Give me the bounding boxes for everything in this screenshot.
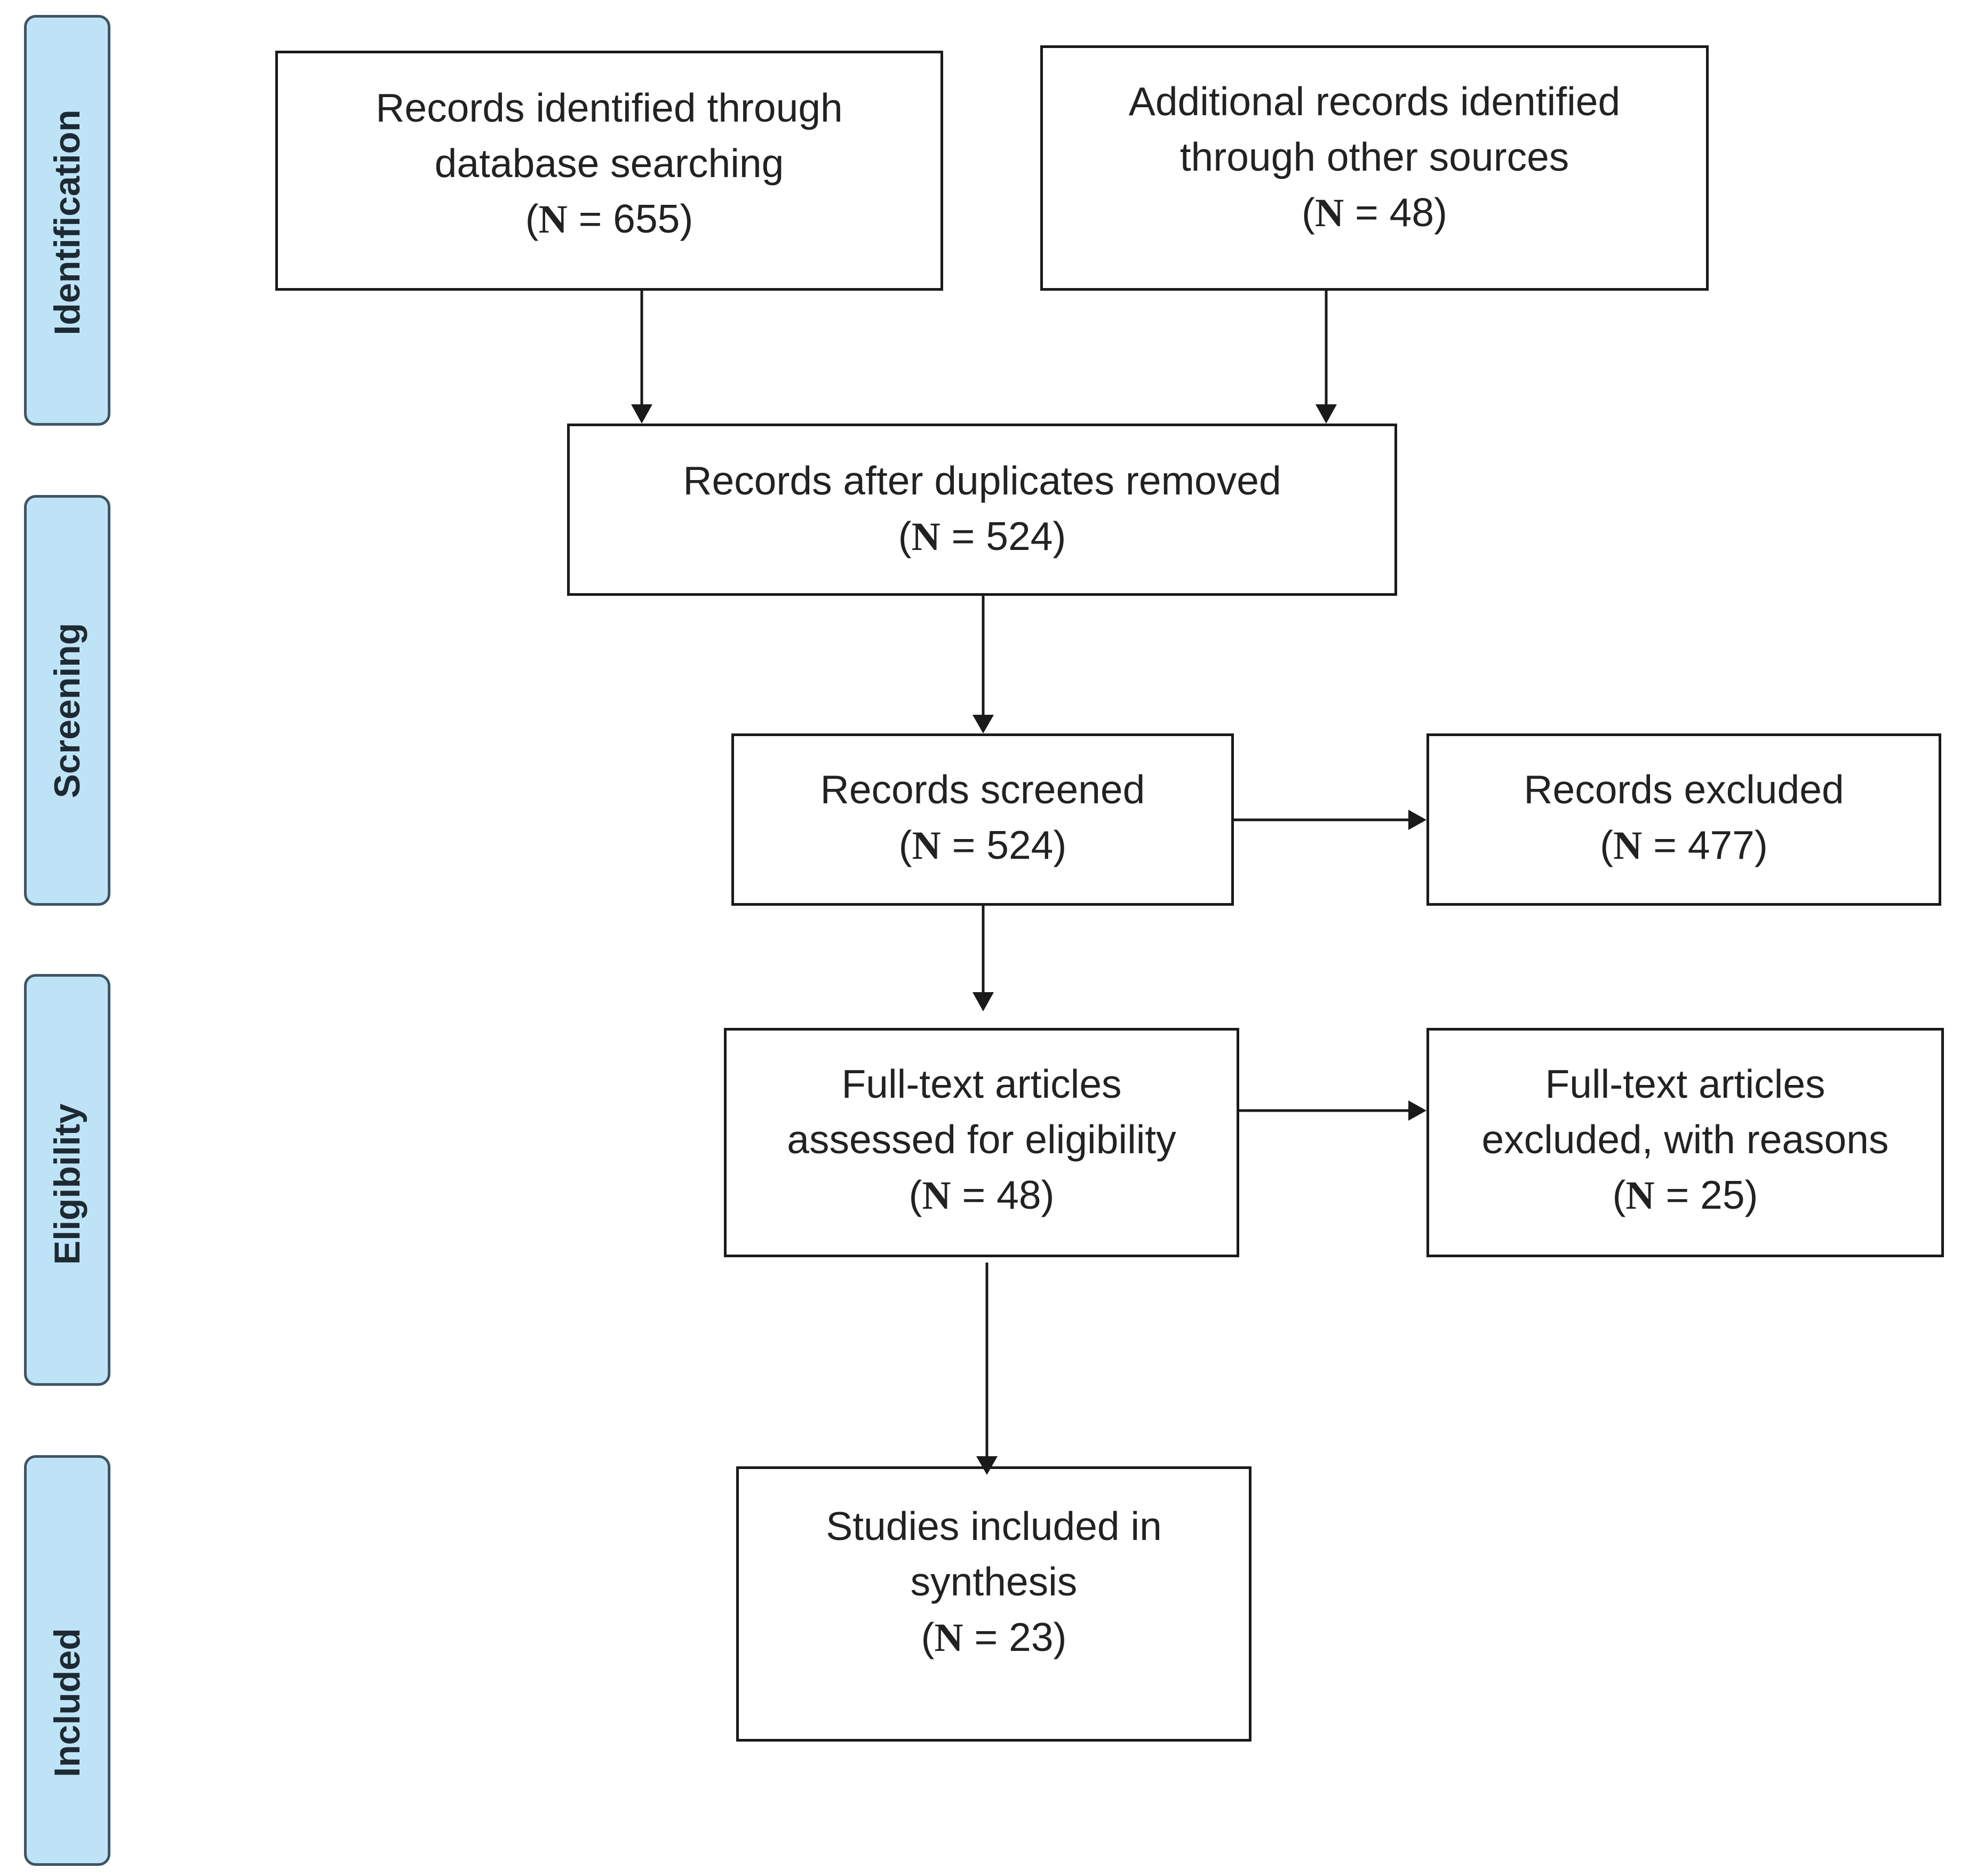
box-line: Records after duplicates removed bbox=[683, 458, 1281, 503]
count-n: N bbox=[912, 824, 941, 868]
phase-eligibility: Eligibility bbox=[24, 974, 110, 1386]
phase-included: Included bbox=[24, 1455, 110, 1866]
count-n: N bbox=[1625, 1174, 1655, 1218]
box-line: Records excluded bbox=[1524, 767, 1844, 812]
count-value: = 48 bbox=[962, 1172, 1041, 1217]
box-full-text-excluded: Full-text articles excluded, with reason… bbox=[1426, 1028, 1944, 1257]
count-n: N bbox=[922, 1174, 951, 1218]
count-value: = 655 bbox=[578, 196, 680, 241]
arrowhead-icon bbox=[1408, 1100, 1426, 1121]
box-full-text-assessed: Full-text articles assessed for eligibil… bbox=[724, 1028, 1239, 1257]
box-other-sources: Additional records identified through ot… bbox=[1040, 45, 1709, 291]
phase-included-label: Included bbox=[47, 1628, 87, 1777]
box-studies-included: Studies included in synthesis (N = 23) bbox=[736, 1466, 1251, 1742]
box-line: Records screened bbox=[820, 767, 1145, 812]
count-value: = 48 bbox=[1354, 190, 1434, 235]
count-label: (N = 25) bbox=[1612, 1172, 1758, 1218]
box-after-duplicates: Records after duplicates removed (N = 52… bbox=[567, 424, 1397, 596]
arrowhead-icon bbox=[631, 404, 652, 424]
arrowhead-icon bbox=[1316, 404, 1337, 424]
box-database-search: Records identified through database sear… bbox=[275, 51, 943, 291]
count-value: = 23 bbox=[974, 1615, 1054, 1659]
count-n: N bbox=[911, 515, 940, 559]
box-screened: Records screened (N = 524) bbox=[731, 733, 1234, 906]
arrowhead-icon bbox=[972, 715, 994, 733]
box-line: Studies included in bbox=[826, 1504, 1162, 1548]
count-n: N bbox=[934, 1616, 963, 1660]
count-n: N bbox=[1314, 191, 1344, 235]
box-line: excluded, with reasons bbox=[1481, 1117, 1889, 1162]
phase-identification-label: Identification bbox=[47, 109, 87, 336]
phase-eligibility-label: Eligibility bbox=[47, 1103, 87, 1265]
count-n: N bbox=[1613, 824, 1643, 868]
box-line: Full-text articles bbox=[841, 1061, 1122, 1106]
box-line: assessed for eligibility bbox=[787, 1117, 1176, 1162]
count-value: = 25 bbox=[1665, 1172, 1745, 1217]
box-line: database searching bbox=[434, 141, 784, 186]
count-value: = 524 bbox=[952, 823, 1054, 867]
count-value: = 477 bbox=[1653, 823, 1755, 867]
box-line: synthesis bbox=[910, 1559, 1078, 1604]
count-label: (N = 524) bbox=[898, 514, 1066, 559]
count-label: (N = 23) bbox=[921, 1615, 1067, 1660]
box-line: Full-text articles bbox=[1545, 1061, 1826, 1106]
phase-identification: Identification bbox=[24, 15, 110, 426]
arrowhead-icon bbox=[972, 992, 994, 1011]
arrowhead-icon bbox=[1408, 810, 1426, 830]
box-line: Additional records identified bbox=[1128, 79, 1621, 124]
count-n: N bbox=[538, 197, 568, 242]
box-line: Records identified through bbox=[376, 85, 843, 130]
box-line: through other sources bbox=[1179, 134, 1569, 179]
phase-screening-label: Screening bbox=[47, 622, 87, 799]
count-label: (N = 48) bbox=[1301, 190, 1448, 235]
count-label: (N = 48) bbox=[908, 1172, 1055, 1218]
box-excluded: Records excluded (N = 477) bbox=[1426, 733, 1941, 906]
count-label: (N = 524) bbox=[898, 823, 1067, 868]
count-label: (N = 477) bbox=[1600, 823, 1768, 868]
phase-screening: Screening bbox=[24, 495, 110, 906]
count-label: (N = 655) bbox=[525, 196, 693, 242]
count-value: = 524 bbox=[951, 514, 1053, 558]
